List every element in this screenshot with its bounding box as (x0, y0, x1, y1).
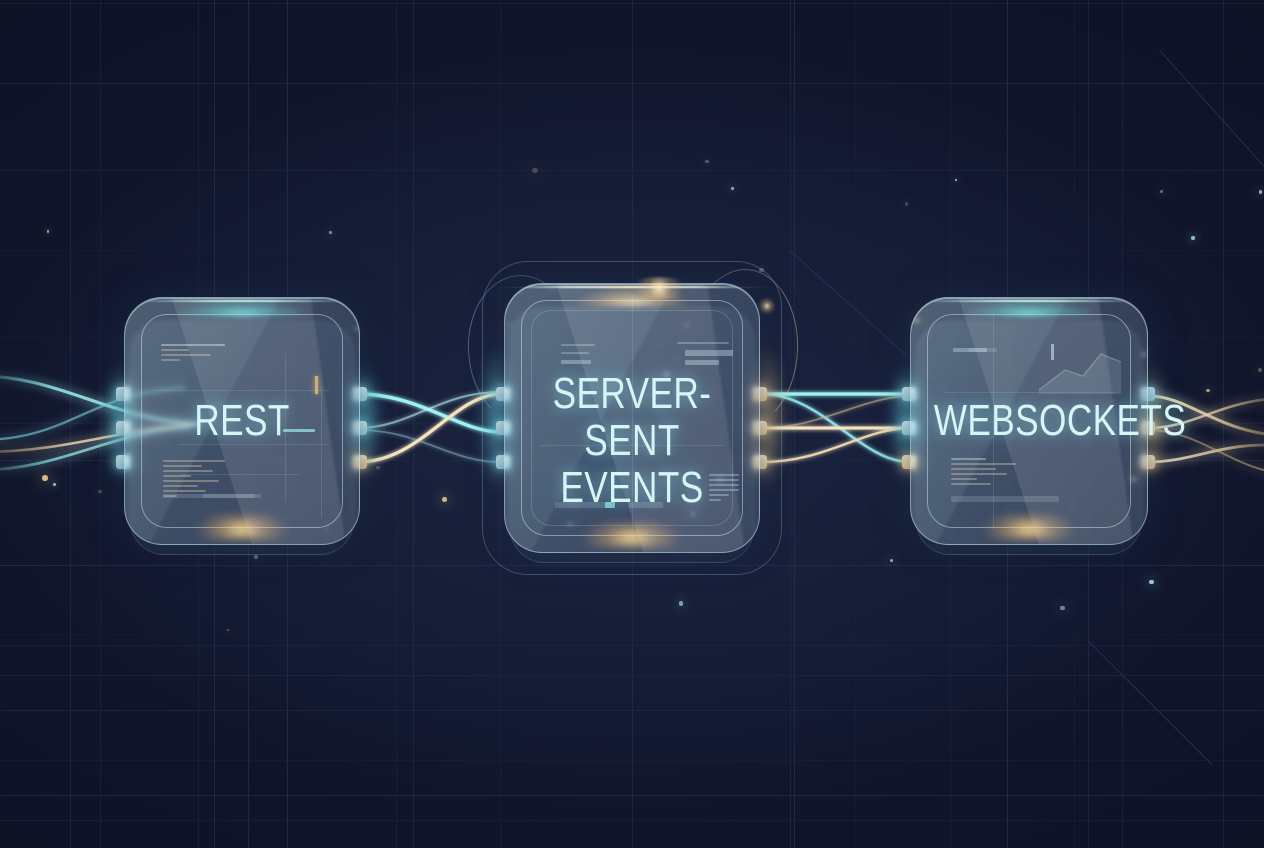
interior-rule (285, 354, 286, 502)
node-label: SERVER-SENT EVENTS (552, 369, 712, 512)
decorative-bar (163, 494, 255, 498)
grid-line-vertical (100, 0, 101, 848)
top-edge-glow (934, 298, 1124, 316)
particle-warm (1205, 388, 1210, 393)
interior-rule (943, 392, 1117, 393)
node-glass-body (124, 297, 360, 545)
interior-rule (155, 390, 329, 391)
grid-line-vertical (70, 0, 71, 848)
grid-line-vertical (413, 0, 414, 848)
particle-cool (705, 159, 709, 163)
interior-rule (179, 444, 329, 445)
grid-line-horizontal (0, 710, 1264, 711)
bottom-edge-glow (560, 522, 704, 548)
top-edge-line (920, 300, 1138, 302)
faux-code-block-bottom-right (709, 474, 739, 504)
amber-tick (315, 376, 318, 394)
particle-cool (1159, 189, 1164, 194)
grid-line-horizontal (0, 645, 1264, 646)
node-label: WEBSOCKETS (933, 395, 1187, 445)
particle-cool (1149, 579, 1154, 585)
particle-warm (227, 628, 230, 631)
grid-line-horizontal (0, 675, 1264, 676)
particle-warm (42, 475, 48, 481)
decorative-bar (685, 350, 733, 356)
node-label: REST (194, 395, 290, 445)
decorative-bar-accent (283, 429, 315, 432)
interior-rule (179, 474, 299, 475)
decorative-bar (953, 348, 987, 352)
decorative-bar (561, 360, 591, 364)
particle-warm (532, 167, 538, 173)
node-rest[interactable]: REST (102, 297, 382, 555)
decorative-bar (561, 352, 589, 354)
particle-cool (329, 231, 333, 234)
interior-rule (539, 444, 725, 446)
particle-cool (1060, 605, 1066, 611)
grid-line-horizontal (0, 795, 1264, 796)
top-edge-line (134, 300, 350, 302)
faux-code-block-top (161, 344, 225, 364)
grid-line-horizontal (0, 565, 1264, 566)
particle-warm (98, 489, 102, 494)
grid-line-vertical (794, 0, 795, 848)
grid-line-vertical (855, 0, 856, 848)
grid-line-horizontal (0, 250, 1264, 251)
grid-line-vertical (790, 0, 791, 848)
interior-rule (993, 312, 994, 530)
faux-code-block-bottom (163, 460, 233, 500)
grid-line-horizontal (0, 83, 1264, 84)
decorative-bar (555, 502, 611, 508)
grid-line-vertical (396, 0, 397, 848)
particle-warm (47, 230, 50, 233)
faux-code-block-bottom (951, 458, 1023, 488)
lens-flare-spark (758, 297, 776, 315)
bottom-edge-glow (962, 514, 1096, 540)
lens-flare (626, 277, 692, 299)
particle-warm (442, 497, 447, 502)
particle-cool (376, 465, 380, 470)
grid-line-horizontal (0, 3, 1264, 4)
particle-cool (905, 202, 909, 206)
bottom-edge-glow (176, 514, 308, 540)
decorative-bar-accent (605, 502, 615, 508)
node-server-sent-events[interactable]: SERVER-SENT EVENTS (462, 261, 803, 575)
interior-rule (632, 294, 633, 542)
grid-line-horizontal (0, 820, 1264, 821)
decorative-bar (561, 344, 595, 346)
particle-warm (1257, 368, 1263, 373)
grid-line-horizontal (0, 634, 1264, 635)
particle-cool (678, 601, 684, 606)
decorative-tick (1051, 344, 1054, 360)
node-glass-body (910, 297, 1148, 545)
particle-cool (1259, 190, 1263, 194)
interior-rule (321, 386, 322, 518)
particle-cool (955, 179, 958, 182)
particle-cool (889, 558, 894, 563)
decorative-bar (203, 494, 261, 498)
particle-cool (731, 187, 735, 191)
decorative-bar (951, 496, 1059, 502)
grid-line-horizontal (0, 170, 1264, 171)
grid-line-horizontal (0, 760, 1264, 761)
mini-area-chart-icon (1038, 353, 1122, 394)
node-glass-body (504, 283, 760, 553)
decorative-bar (677, 342, 729, 344)
particle-cool (1191, 236, 1195, 240)
particle-cool (52, 483, 56, 487)
node-websockets[interactable]: WEBSOCKETS (888, 297, 1187, 555)
decorative-bar (969, 348, 997, 352)
particle-cool (253, 554, 258, 559)
top-edge-glow (148, 298, 336, 316)
decorative-bar (629, 502, 663, 508)
lens-flare-streak (494, 287, 774, 288)
decorative-bar (685, 360, 719, 365)
grid-line-vertical (1223, 0, 1224, 848)
